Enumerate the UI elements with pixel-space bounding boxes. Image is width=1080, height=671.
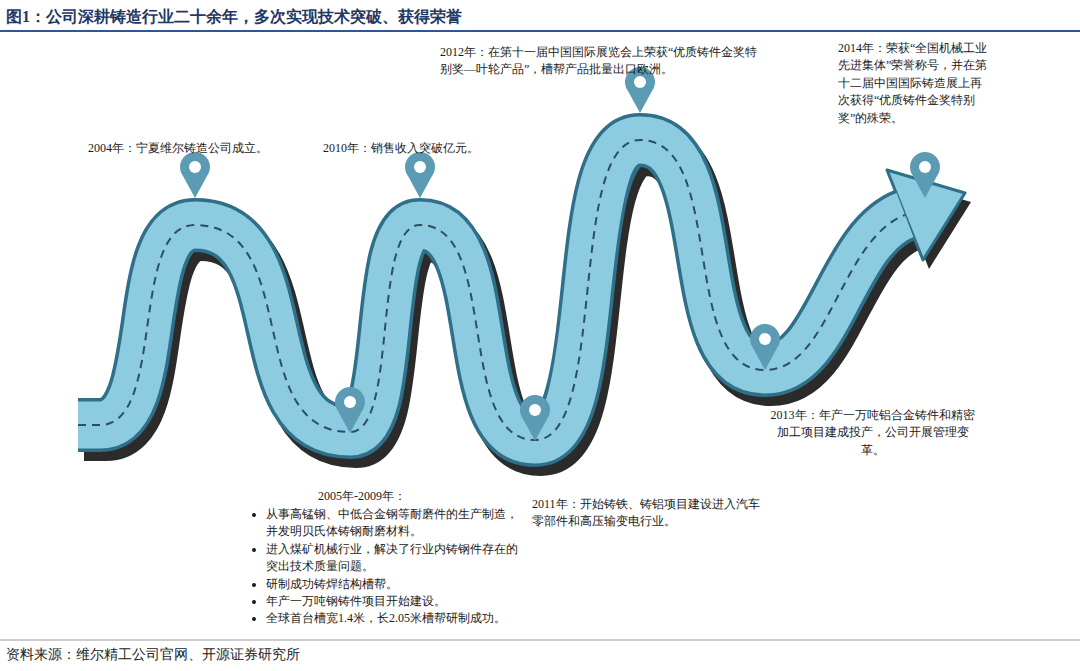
milestone-list: 从事高锰钢、中低合金钢等耐磨件的生产制造，并发明贝氏体铸钢耐磨材料。进入煤矿机械… bbox=[250, 506, 524, 628]
pin-marker bbox=[750, 324, 780, 370]
milestone-item: 年产一万吨钢铸件项目开始建设。 bbox=[266, 593, 524, 610]
road-stroke bbox=[78, 140, 905, 440]
pin-marker bbox=[405, 152, 435, 198]
source-note: 资料来源：维尔精工公司官网、开源证券研究所 bbox=[6, 647, 300, 664]
timeline-note: 2011年：开始铸铁、铸铝项目建设进入汽车零部件和高压输变电行业。 bbox=[532, 496, 764, 531]
road-stroke bbox=[78, 140, 905, 440]
pin-marker bbox=[335, 387, 365, 433]
milestone-item: 进入煤矿机械行业，解决了行业内铸钢件存在的突出技术质量问题。 bbox=[266, 541, 524, 576]
timeline-note: 2010年：销售收入突破亿元。 bbox=[323, 140, 533, 157]
timeline-note: 2012年：在第十一届中国国际展览会上荣获“优质铸件金奖特别奖—叶轮产品”，槽帮… bbox=[440, 44, 765, 79]
figure-title: 图1：公司深耕铸造行业二十余年，多次实现技术突破、获得荣誉 bbox=[6, 7, 462, 26]
title-rule bbox=[0, 30, 1080, 32]
milestone-item: 全球首台槽宽1.4米，长2.05米槽帮研制成功。 bbox=[266, 610, 524, 627]
pin-marker bbox=[180, 152, 210, 198]
milestone-item: 研制成功铸焊结构槽帮。 bbox=[266, 576, 524, 593]
source-rule bbox=[0, 640, 1080, 641]
timeline-note: 2004年：宁夏维尔铸造公司成立。 bbox=[88, 140, 318, 157]
milestone-item: 从事高锰钢、中低合金钢等耐磨件的生产制造，并发明贝氏体铸钢耐磨材料。 bbox=[266, 506, 524, 541]
timeline-note: 2005年-2009年： bbox=[318, 488, 458, 505]
road-stroke bbox=[78, 140, 905, 440]
pin-marker bbox=[520, 395, 550, 441]
location-pins bbox=[180, 67, 940, 441]
winding-road bbox=[78, 140, 971, 449]
pin-marker bbox=[910, 152, 940, 198]
timeline-note: 2013年：年产一万吨铝合金铸件和精密加工项目建成投产，公司开展管理变革。 bbox=[765, 407, 980, 459]
timeline-note: 2014年：荣获“全国机械工业先进集体”荣誉称号，并在第十二届中国国际铸造展上再… bbox=[838, 40, 988, 127]
